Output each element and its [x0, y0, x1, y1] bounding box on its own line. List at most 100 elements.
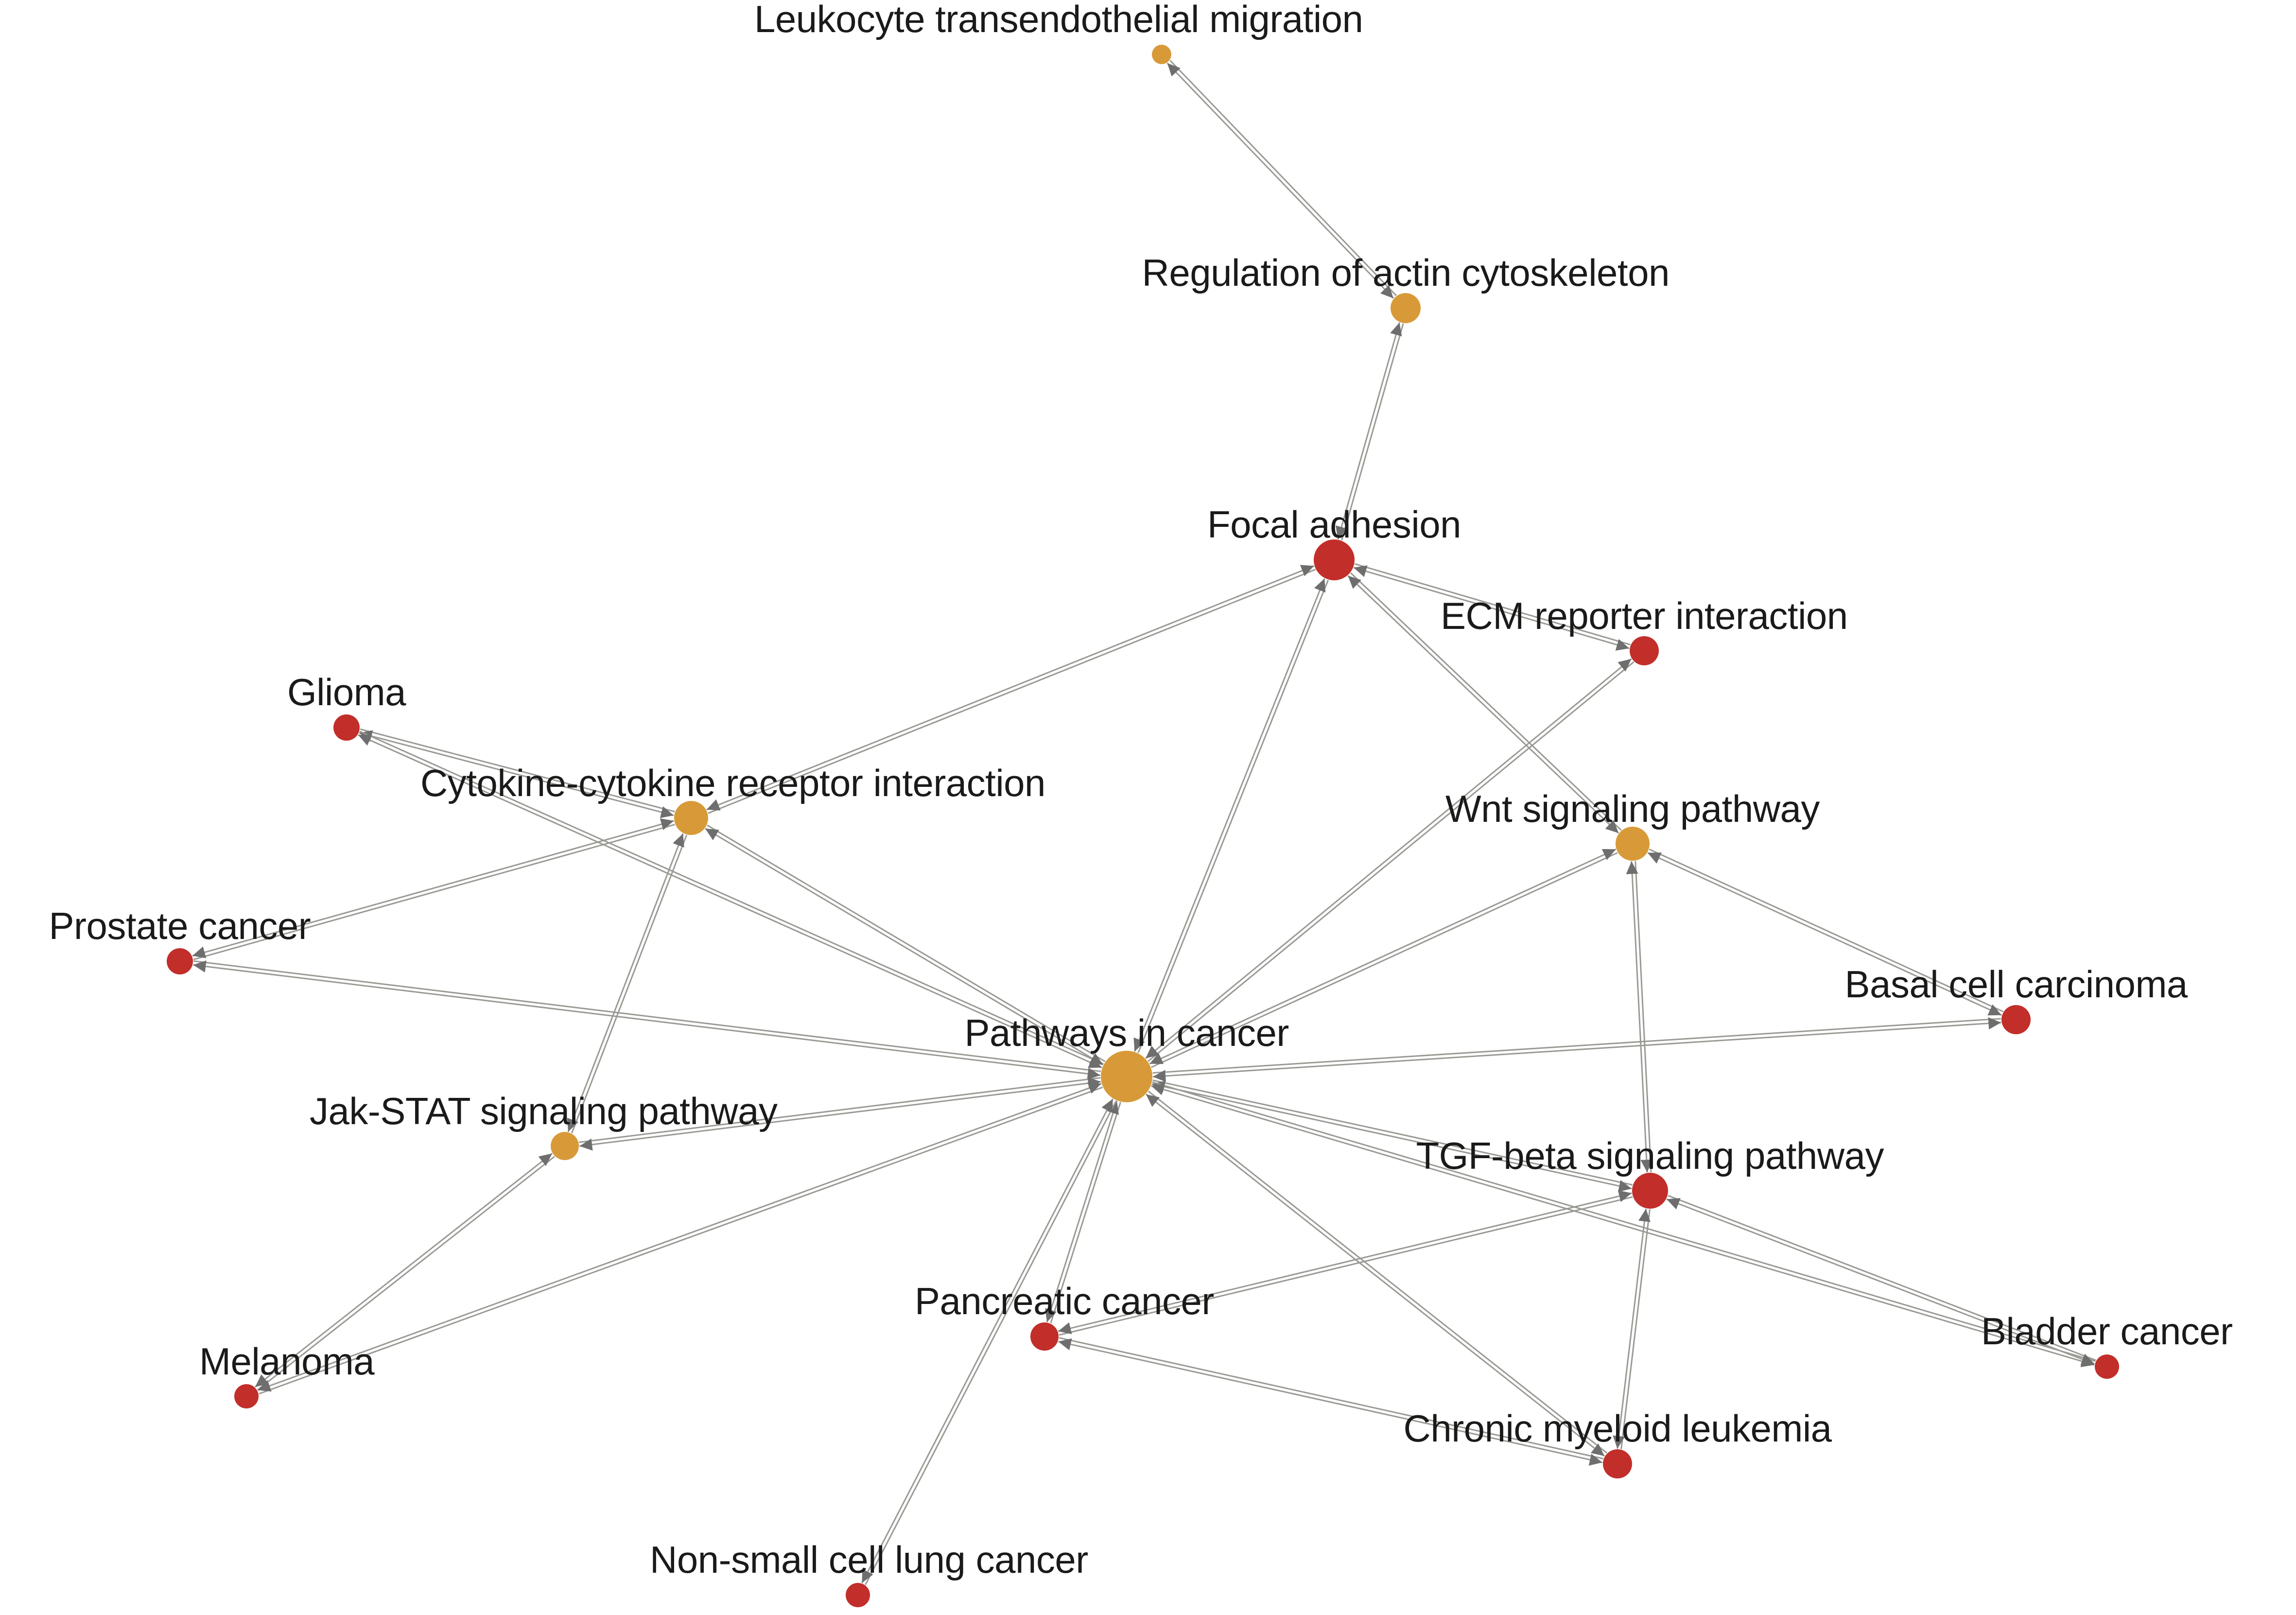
network-edge[interactable]	[1145, 1094, 1605, 1457]
network-edge[interactable]	[1668, 1195, 2096, 1361]
network-edge[interactable]	[1152, 1079, 1633, 1186]
edge-arrowhead	[1354, 565, 1368, 577]
edge-arrowhead	[1988, 1017, 2001, 1030]
network-edge[interactable]	[1149, 849, 1617, 1065]
node-label-tgf_beta_signaling_pathway: TGF-beta signaling pathway	[1416, 1134, 1884, 1177]
network-edge[interactable]	[255, 1153, 553, 1388]
network-edge[interactable]	[358, 734, 1102, 1068]
edge-arrowhead	[1167, 63, 1181, 77]
network-edge[interactable]	[1617, 1209, 1647, 1449]
network-edge[interactable]	[1620, 1209, 1651, 1449]
network-edge[interactable]	[579, 1077, 1101, 1143]
network-edge[interactable]	[1050, 1102, 1121, 1324]
edge-arrowhead	[1058, 1338, 1072, 1351]
network-node-basal_cell_carcinoma[interactable]	[2001, 1005, 2031, 1034]
edge-arrowhead	[1153, 1070, 1166, 1082]
network-edge[interactable]	[193, 824, 675, 960]
network-edge[interactable]	[1151, 852, 1618, 1068]
network-edge[interactable]	[259, 1086, 1103, 1395]
network-node-bladder_cancer[interactable]	[2095, 1355, 2119, 1379]
edge-arrowhead	[1146, 1045, 1160, 1059]
network-node-chronic_myeloid_leukemia[interactable]	[1603, 1449, 1632, 1478]
edge-arrowhead	[1390, 322, 1402, 337]
network-node-non_small_cell_lung_cancer[interactable]	[846, 1583, 870, 1607]
network-edge[interactable]	[1166, 62, 1394, 299]
edge-arrowhead	[706, 799, 721, 811]
network-edge[interactable]	[1350, 572, 1622, 831]
edge-arrowhead	[1149, 1053, 1164, 1064]
network-edge[interactable]	[1169, 60, 1397, 296]
network-node-jak_stat_signaling_pathway[interactable]	[551, 1132, 579, 1160]
network-edge[interactable]	[1666, 1198, 2095, 1365]
edge-arrowhead	[1667, 1198, 1681, 1210]
network-edge[interactable]	[1058, 1340, 1603, 1463]
network-edge[interactable]	[1353, 567, 1630, 649]
edge-arrowhead	[1314, 578, 1326, 593]
network-edge[interactable]	[571, 834, 688, 1133]
network-edge[interactable]	[579, 1081, 1101, 1147]
network-edge[interactable]	[707, 824, 1106, 1062]
network-node-pathways_in_cancer[interactable]	[1101, 1051, 1152, 1102]
network-edge[interactable]	[706, 565, 1315, 811]
network-node-pancreatic_cancer[interactable]	[1030, 1322, 1059, 1351]
edge-arrowhead	[1618, 1190, 1632, 1202]
network-node-leukocyte_transendothelial_migration[interactable]	[1152, 45, 1171, 64]
network-edge[interactable]	[1148, 1091, 1608, 1454]
network-edge[interactable]	[1635, 861, 1652, 1172]
network-edge[interactable]	[359, 732, 674, 816]
network-edge[interactable]	[360, 728, 675, 813]
network-edge[interactable]	[1354, 563, 1631, 645]
network-edge[interactable]	[1341, 323, 1404, 541]
node-label-cytokine_cytokine_receptor_interaction: Cytokine-cytokine receptor interaction	[420, 762, 1045, 804]
edge-arrowhead	[538, 1153, 552, 1166]
edge-arrowhead	[1151, 1083, 1165, 1095]
network-edge[interactable]	[705, 828, 1104, 1066]
network-edge[interactable]	[1152, 1081, 2096, 1362]
network-edge[interactable]	[1134, 578, 1325, 1052]
network-edge[interactable]	[1151, 1083, 1632, 1190]
network-edge[interactable]	[192, 820, 674, 957]
network-edge[interactable]	[193, 964, 1101, 1076]
node-layer	[167, 45, 2119, 1607]
network-edge[interactable]	[1649, 849, 2004, 1012]
network-node-prostate_cancer[interactable]	[167, 948, 193, 974]
network-edge[interactable]	[1647, 852, 2002, 1016]
edge-arrowhead	[1591, 1443, 1605, 1456]
network-edge[interactable]	[708, 569, 1316, 814]
network-edge[interactable]	[257, 1156, 555, 1391]
network-edge[interactable]	[1347, 575, 1619, 834]
network-edge[interactable]	[1137, 579, 1329, 1053]
network-node-tgf_beta_signaling_pathway[interactable]	[1632, 1173, 1668, 1209]
edge-arrowhead	[1605, 820, 1619, 834]
network-edge[interactable]	[193, 960, 1101, 1072]
network-edge[interactable]	[1152, 1018, 2001, 1074]
network-edge[interactable]	[865, 1100, 1117, 1585]
network-edge[interactable]	[1148, 661, 1635, 1062]
network-node-glioma[interactable]	[333, 714, 360, 741]
network-edge[interactable]	[567, 833, 684, 1132]
edge-arrowhead	[192, 946, 207, 958]
network-edge[interactable]	[1059, 1196, 1633, 1336]
network-edge[interactable]	[1145, 658, 1632, 1059]
network-node-ecm_reporter_interaction[interactable]	[1630, 636, 1659, 665]
network-edge[interactable]	[257, 1083, 1102, 1391]
network-edge[interactable]	[1631, 861, 1648, 1173]
network-edge[interactable]	[1153, 1022, 2001, 1078]
network-edge[interactable]	[861, 1098, 1113, 1583]
network-edge[interactable]	[1059, 1337, 1603, 1459]
network-node-wnt_signaling_pathway[interactable]	[1616, 827, 1650, 861]
edge-arrowhead	[1626, 861, 1638, 874]
network-edge[interactable]	[1337, 322, 1400, 539]
node-label-pathways_in_cancer: Pathways in cancer	[964, 1011, 1289, 1054]
node-label-glioma: Glioma	[287, 671, 406, 713]
network-edge[interactable]	[359, 730, 1104, 1065]
network-edge[interactable]	[1046, 1100, 1118, 1322]
network-edge[interactable]	[1058, 1192, 1632, 1332]
network-node-melanoma[interactable]	[234, 1384, 259, 1408]
network-node-cytokine_cytokine_receptor_interaction[interactable]	[674, 801, 708, 835]
network-edge[interactable]	[1151, 1085, 2095, 1366]
node-label-ecm_reporter_interaction: ECM reporter interaction	[1441, 594, 1848, 637]
network-node-regulation_of_actin_cytoskeleton[interactable]	[1391, 293, 1421, 323]
network-node-focal_adhesion[interactable]	[1314, 539, 1355, 580]
